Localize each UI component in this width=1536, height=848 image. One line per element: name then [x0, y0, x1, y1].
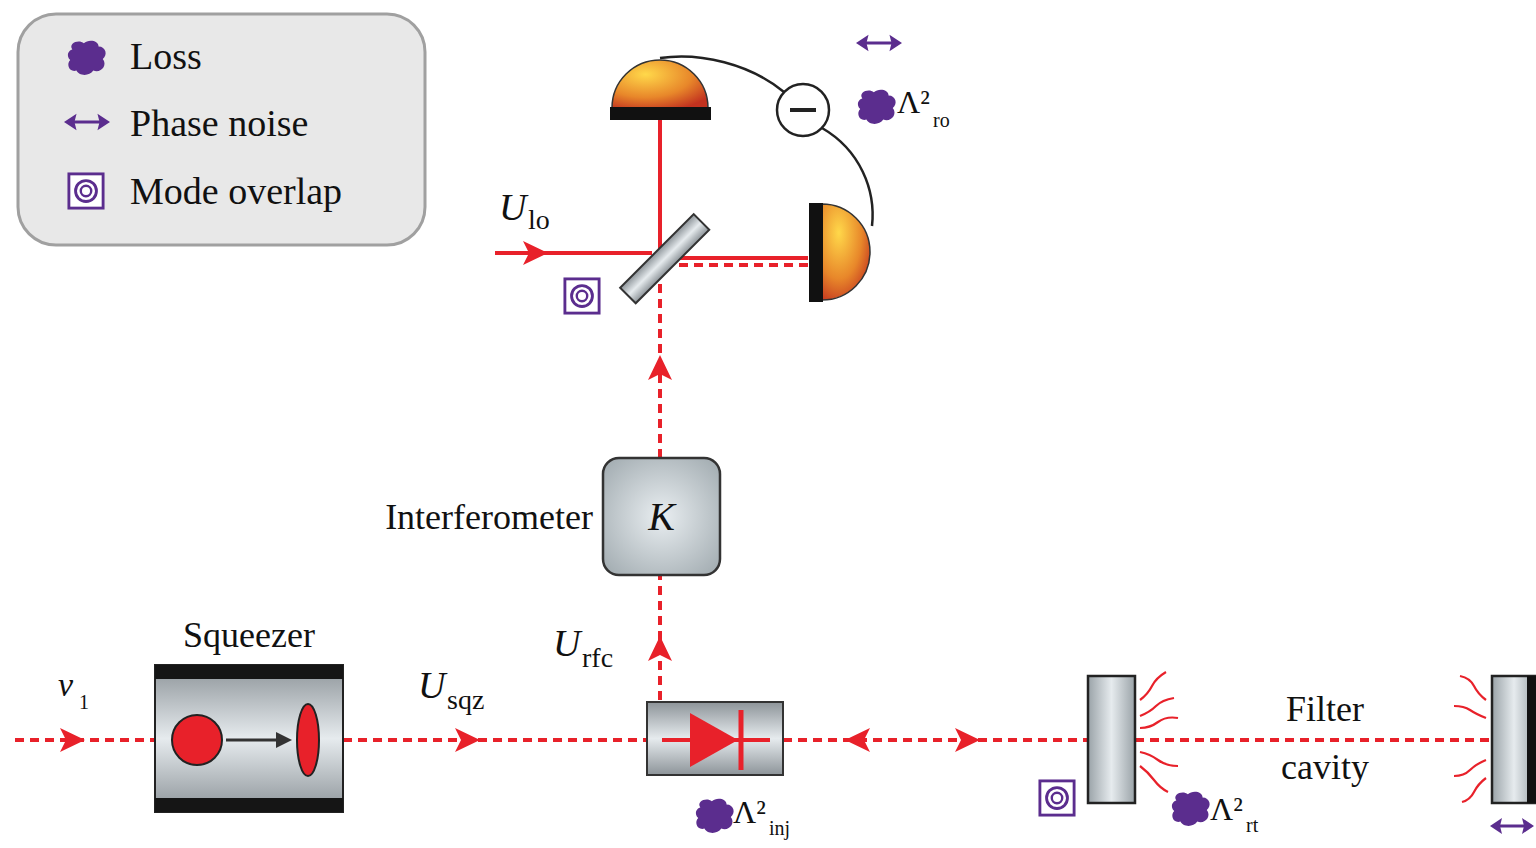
operator-subscript: lo	[528, 206, 550, 234]
mode-overlap-symbol	[1040, 781, 1074, 815]
squeezed-beam	[15, 262, 1492, 740]
legend-panel	[18, 14, 425, 245]
loss-symbol-text: Λ²	[733, 796, 766, 828]
operator-symbol: U	[553, 624, 580, 662]
mode-overlap-symbol	[565, 279, 599, 313]
node-heading: Interferometer	[385, 499, 593, 535]
optical-circulator	[647, 702, 783, 775]
loss-subscript: inj	[769, 818, 790, 838]
loss-symbol	[1172, 792, 1210, 826]
loss-symbol	[696, 799, 734, 833]
transfer-symbol: K	[648, 497, 675, 537]
operator-symbol: U	[499, 188, 526, 226]
subtraction-wire	[660, 56, 873, 226]
mode-symbol: ν	[58, 668, 73, 702]
loss-symbol-text: Λ²	[1210, 793, 1243, 825]
legend-text: Phase noise	[130, 104, 308, 142]
photodetector	[809, 203, 870, 302]
squeezer-crystal	[155, 665, 343, 812]
operator-subscript: sqz	[447, 686, 484, 714]
node-heading: Squeezer	[183, 617, 315, 653]
loss-subscript: rt	[1246, 815, 1258, 835]
photodetector	[610, 60, 711, 120]
legend-text: Mode overlap	[130, 172, 342, 210]
local-oscillator-beam	[495, 120, 808, 258]
loss-subscript: ro	[933, 110, 950, 130]
phase-noise-symbol	[64, 114, 110, 131]
loss-symbol	[858, 90, 896, 124]
operator-symbol: U	[418, 666, 445, 704]
phase-noise-symbol	[1490, 818, 1534, 834]
operator-subscript: rfc	[582, 644, 613, 672]
loss-symbol-text: Λ²	[897, 86, 930, 118]
beamsplitter	[620, 214, 709, 303]
component-label: Filter cavity	[1250, 680, 1400, 796]
mode-overlap-symbol	[69, 174, 103, 208]
phase-noise-symbol	[856, 35, 902, 52]
filter-cavity	[1088, 672, 1536, 803]
squeezer-node: Squeezer	[155, 665, 343, 812]
legend-text: Loss	[130, 37, 202, 75]
loss-symbol	[68, 41, 106, 75]
interferometer-node: InterferometerK	[603, 458, 720, 575]
mode-subscript: 1	[79, 692, 89, 712]
beam-arrowheads	[60, 241, 980, 752]
interferometer-box	[603, 458, 720, 575]
